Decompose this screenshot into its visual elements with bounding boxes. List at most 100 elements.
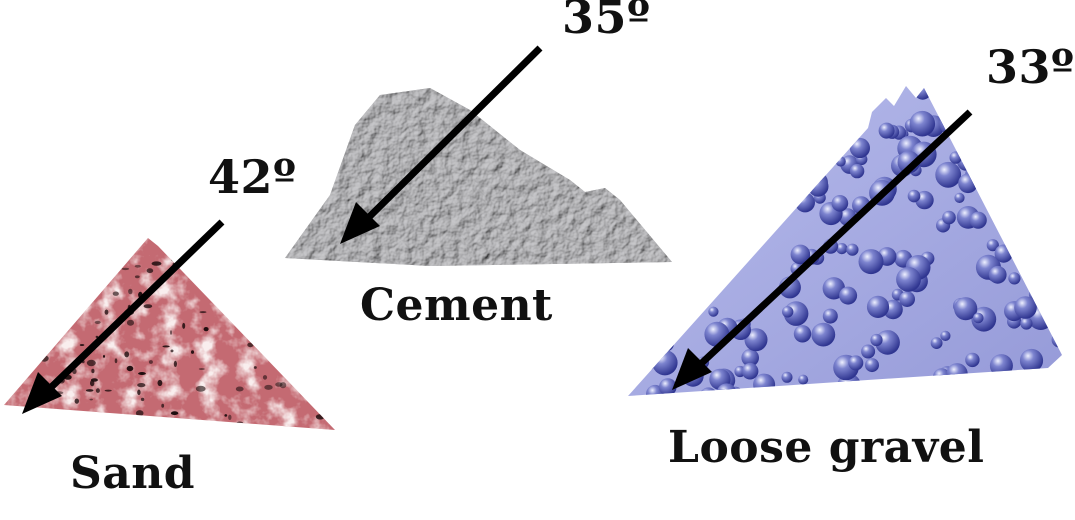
sand-speck: [237, 251, 242, 254]
gravel-bead: [1029, 107, 1050, 128]
gravel-bead: [704, 268, 726, 289]
gravel-bead: [907, 189, 921, 203]
cement-angle-label: 35º: [562, 0, 651, 44]
sand-speck: [89, 398, 93, 401]
sand-angle-label: 42º: [208, 150, 297, 204]
gravel-bead: [660, 100, 676, 116]
sand-speck: [293, 310, 298, 314]
sand-arrow-head: [22, 372, 62, 414]
gravel-bead: [670, 191, 683, 204]
gravel-bead: [1051, 331, 1062, 348]
gravel-bead: [841, 117, 859, 135]
gravel-bead: [1020, 317, 1033, 330]
sand-speck: [295, 351, 299, 354]
gravel-bead: [675, 120, 697, 142]
gravel-bead: [930, 337, 943, 349]
gravel-bead: [687, 190, 705, 207]
sand-speck: [264, 384, 273, 390]
sand-speck: [298, 345, 309, 351]
gravel-bead: [716, 383, 737, 396]
gravel-angle-label: 33º: [986, 40, 1075, 94]
gravel-bead: [745, 233, 761, 249]
gravel-bead: [640, 86, 666, 112]
gravel-bead: [679, 299, 701, 321]
gravel-bead: [946, 386, 960, 396]
gravel-bead: [861, 344, 876, 359]
gravel-bead: [872, 382, 884, 395]
sand-speck: [323, 294, 327, 301]
gravel-bead: [716, 86, 738, 103]
gravel-bead: [660, 337, 674, 352]
gravel-bead: [643, 359, 655, 371]
gravel-bead: [836, 243, 848, 255]
gravel-bead: [729, 151, 747, 169]
sand-speck: [34, 294, 41, 299]
gravel-bead: [849, 163, 865, 179]
sand-pile: [4, 238, 335, 430]
sand-speck: [63, 422, 67, 428]
gravel-bead: [846, 243, 859, 256]
gravel-bead: [1036, 107, 1058, 130]
sand-speck: [44, 260, 48, 264]
gravel-bead: [717, 161, 743, 187]
sand-speck: [22, 271, 27, 276]
sand-speck: [64, 307, 68, 311]
sand-speck: [302, 329, 312, 333]
gravel-bead: [791, 86, 818, 109]
sand-speck: [224, 414, 228, 417]
sand-speck: [292, 378, 295, 382]
gravel-bead: [637, 338, 659, 360]
sand-speck: [170, 349, 174, 353]
sand-speck: [86, 359, 96, 367]
gravel-bead: [775, 125, 794, 144]
gravel-bead: [714, 183, 733, 202]
gravel-bead: [673, 223, 696, 247]
cement-arrow: [340, 45, 543, 244]
sand-speck: [109, 419, 116, 422]
sand-speck: [228, 414, 232, 420]
gravel-bead: [798, 374, 809, 385]
gravel-bead: [634, 184, 656, 207]
gravel-bead: [935, 161, 962, 188]
sand-speck: [296, 347, 303, 353]
sand-arrow-shaft: [37, 219, 225, 401]
gravel-bead: [913, 86, 932, 100]
gravel-bead: [986, 239, 999, 252]
gravel-bead: [695, 236, 711, 251]
gravel-bead: [632, 130, 656, 154]
sand-speck: [128, 288, 133, 295]
gravel-bead: [699, 387, 718, 396]
sand-speck: [44, 302, 51, 308]
gravel-bead: [958, 173, 978, 194]
sand-speck: [293, 368, 299, 374]
gravel-bead: [658, 146, 671, 159]
sand-arrow: [22, 219, 225, 414]
gravel-bead: [1010, 155, 1029, 173]
gravel-bead: [1032, 129, 1048, 145]
gravel-bead: [1008, 272, 1021, 285]
gravel-bead: [700, 120, 714, 134]
gravel-bead: [1005, 216, 1016, 227]
sand-speck: [270, 348, 275, 354]
gravel-bead: [816, 105, 829, 117]
sand-speck: [248, 271, 253, 277]
sand-speck: [45, 256, 51, 262]
gravel-bead: [835, 156, 846, 167]
sand-speck: [182, 322, 186, 329]
gravel-bead: [807, 176, 829, 197]
sand-speck: [262, 426, 266, 430]
gravel-bead: [949, 151, 962, 164]
gravel-bead: [1041, 157, 1062, 178]
gravel-bead: [662, 168, 676, 181]
gravel-bead: [740, 188, 758, 205]
gravel-name-label: Loose gravel: [668, 422, 985, 473]
sand-speck: [22, 343, 31, 350]
gravel-bead: [1047, 186, 1059, 198]
sand-speck: [126, 319, 135, 326]
sand-speck: [235, 386, 244, 392]
sand-speck: [221, 250, 224, 253]
gravel-bead: [849, 137, 871, 159]
gravel-bead: [754, 99, 776, 121]
gravel-bead: [822, 89, 834, 100]
